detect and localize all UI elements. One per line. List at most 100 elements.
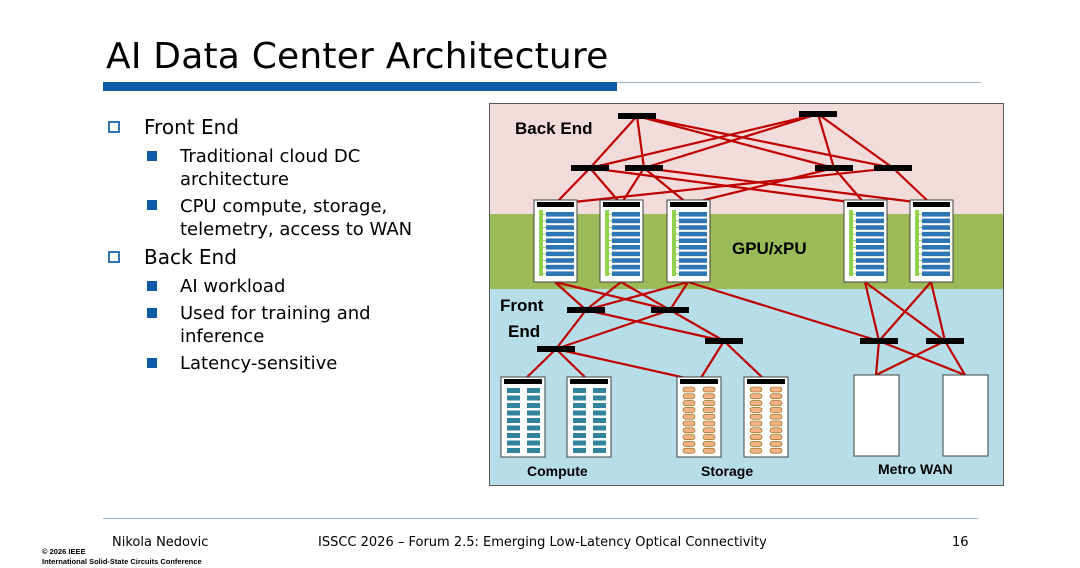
gpu-unit: [856, 245, 884, 250]
footer-page-number: 16: [952, 535, 969, 550]
gpu-unit: [679, 238, 707, 243]
gpu-unit: [922, 258, 950, 263]
network-link: [555, 347, 700, 383]
gpu-unit: [922, 212, 950, 217]
network-link: [669, 281, 689, 311]
gpu-unit: [612, 225, 640, 230]
cpu-unit: [507, 395, 520, 401]
bullet-square-icon: [108, 251, 120, 263]
network-link: [669, 309, 725, 342]
gpu-accent: [539, 210, 543, 276]
disk: [769, 386, 783, 393]
cpu-unit: [527, 395, 540, 401]
rack-top-switch: [670, 202, 707, 207]
network-switch: [571, 165, 609, 171]
network-link: [554, 280, 671, 312]
disk: [749, 434, 763, 440]
network-link: [589, 115, 638, 169]
gpu-unit: [679, 225, 707, 230]
cpu-unit: [573, 403, 586, 408]
network-switch: [815, 165, 853, 171]
network-switch: [567, 307, 605, 313]
bullet-back-end: Back End: [144, 245, 237, 269]
network-link: [554, 167, 591, 205]
gpu-unit: [922, 271, 950, 276]
gpu-unit: [612, 271, 640, 276]
network-link: [687, 280, 880, 343]
gpu-unit: [612, 238, 640, 243]
slide-title: AI Data Center Architecture: [106, 36, 609, 77]
disk: [702, 447, 716, 454]
gpu-rack: [666, 199, 711, 283]
gpu-unit: [856, 258, 884, 263]
network-link: [816, 113, 836, 169]
gpu-unit: [546, 251, 574, 257]
cpu-unit: [573, 440, 586, 446]
ieee-conference: International Solid-State Circuits Confe…: [42, 557, 202, 566]
cpu-unit: [527, 433, 540, 438]
cpu-unit: [593, 433, 606, 438]
cpu-unit: [593, 395, 606, 401]
gpu-unit: [546, 245, 574, 250]
cpu-unit: [527, 418, 540, 423]
gpu-unit: [612, 218, 640, 224]
network-switch: [860, 338, 898, 344]
disk: [682, 434, 696, 440]
front-end-label: Front End: [500, 296, 548, 341]
network-link: [585, 280, 689, 312]
gpu-unit: [546, 238, 574, 243]
gpu-unit: [856, 251, 884, 257]
disk: [749, 386, 763, 393]
rack-top-switch: [747, 379, 785, 384]
cpu-unit: [507, 433, 520, 438]
gpu-unit: [679, 218, 707, 224]
gpu-unit: [612, 251, 640, 257]
network-link: [944, 340, 966, 376]
gpu-unit: [922, 225, 950, 230]
gpu-unit: [679, 251, 707, 257]
network-link: [863, 281, 881, 342]
network-link: [875, 340, 946, 376]
sub-bullet-icon: [147, 308, 157, 318]
disk: [749, 420, 763, 427]
disk: [702, 441, 716, 447]
storage-label: Storage: [701, 463, 753, 479]
cpu-unit: [507, 388, 520, 393]
network-link: [585, 308, 725, 343]
network-link: [555, 348, 590, 382]
network-link: [687, 166, 835, 206]
back-end-label: Back End: [515, 119, 592, 138]
gpu-unit: [679, 264, 707, 270]
cpu-unit: [573, 395, 586, 401]
ieee-copyright: © 2026 IEEE: [42, 547, 86, 556]
gpu-accent: [915, 210, 919, 276]
network-switch: [651, 307, 689, 313]
gpu-unit: [546, 225, 574, 230]
disk: [769, 407, 783, 413]
cpu-unit: [593, 388, 606, 393]
disk: [769, 420, 783, 427]
network-switch: [625, 165, 663, 171]
disk: [749, 427, 763, 434]
disk: [702, 386, 716, 393]
gpu-rack: [909, 199, 954, 283]
network-link: [643, 167, 689, 205]
disk: [682, 441, 696, 447]
network-link: [585, 281, 622, 311]
cpu-unit: [593, 403, 606, 408]
cpu-unit: [593, 410, 606, 416]
gpu-label: GPU/xPU: [732, 239, 807, 258]
disk: [682, 447, 696, 454]
cpu-unit: [507, 403, 520, 408]
gpu-unit: [546, 218, 574, 224]
disk: [749, 441, 763, 447]
cpu-unit: [507, 418, 520, 423]
network-link: [554, 166, 894, 206]
network-link: [878, 339, 966, 377]
cpu-unit: [507, 425, 520, 431]
disk: [749, 447, 763, 454]
network-link: [555, 309, 587, 350]
network-switch: [799, 111, 837, 117]
network-link: [555, 308, 671, 351]
disk: [702, 393, 716, 400]
